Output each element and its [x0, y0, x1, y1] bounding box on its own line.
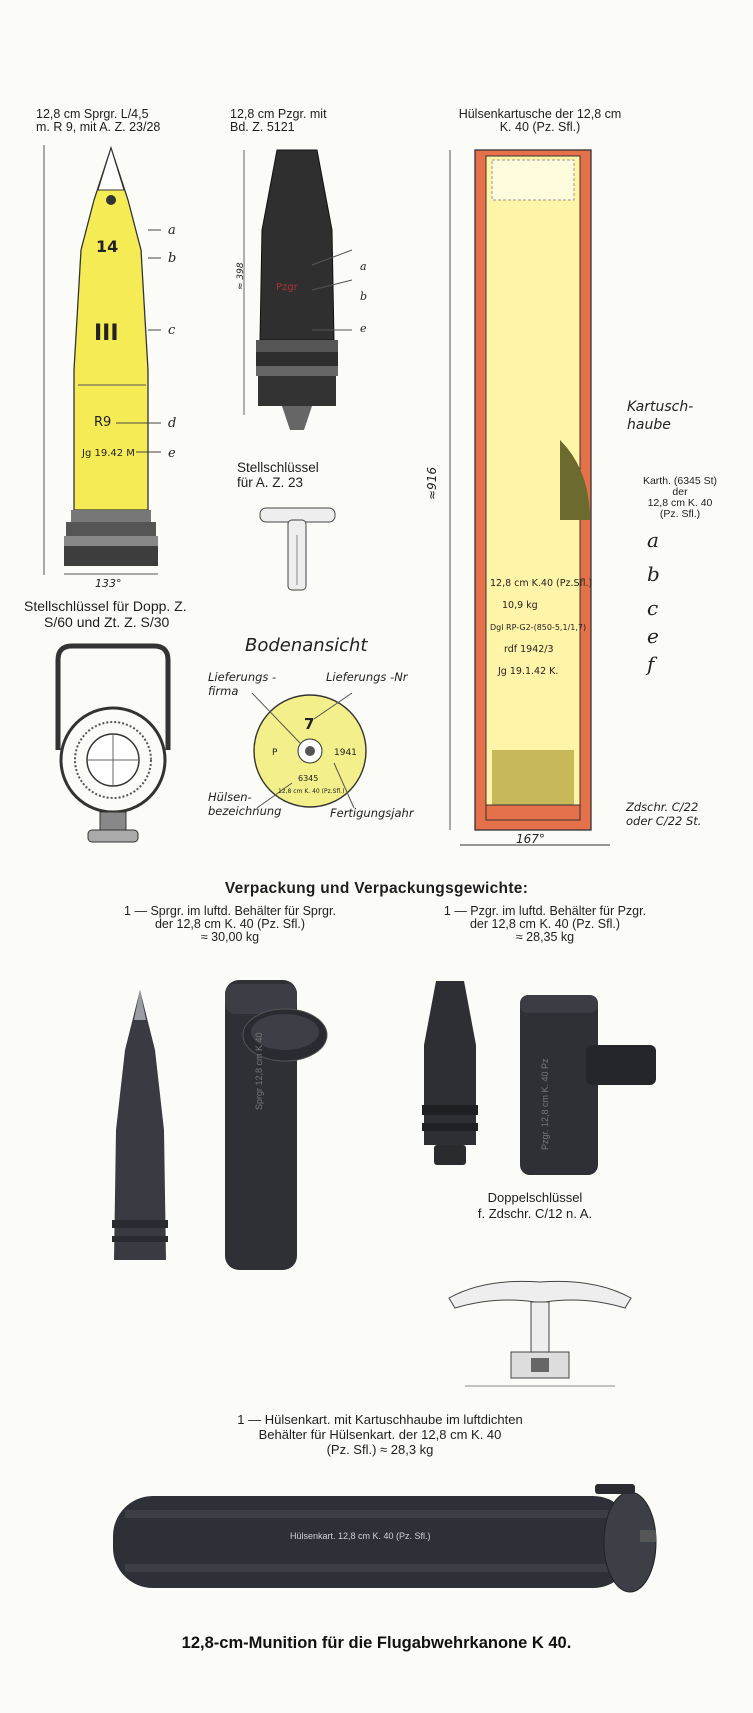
- huelsenbez-line2: bezeichnung: [208, 804, 282, 818]
- ap-container-text: Pzgr. 12,8 cm K. 40 Pz: [540, 1058, 550, 1150]
- svg-text:Pzgr: Pzgr: [276, 282, 299, 293]
- cart-letter-e: e: [647, 624, 659, 648]
- cart-letter-a: a: [647, 528, 659, 552]
- cartridge-markings: 12,8 cm K.40 (Pz.Sfl.) 10,9 kg Dgl RP-G2…: [490, 573, 592, 683]
- cartridge-length-dim: ≈916: [425, 467, 439, 500]
- dopp-key-title: Stellschlüssel für Dopp. Z. S/60 und Zt.…: [24, 598, 187, 630]
- bodenansicht-disc: 7 P 1941 6345 12,8 cm K. 40 (Pz.Sfl.): [251, 693, 367, 809]
- dopp-key-title-line2: S/60 und Zt. Z. S/30: [44, 614, 170, 630]
- huelsenbez-label: Hülsen- bezeichnung: [208, 790, 281, 818]
- packaging-cart-text: 1 — Hülsenkart. mit Kartuschhaube im luf…: [120, 1412, 640, 1457]
- az-key-title-line1: Stellschlüssel: [237, 460, 319, 475]
- packaging-ap-text: 1 — Pzgr. im luftd. Behälter für Pzgr. d…: [385, 905, 705, 944]
- ap-dim-label: ≈ 398: [236, 262, 246, 290]
- he-packaging-photo: [112, 980, 328, 1270]
- cartridge-marking-5: Jg 19.1.42 K.: [498, 666, 559, 677]
- he-letter-d: d: [168, 416, 177, 431]
- he-shell-drawing: 14 III R9 Jg 19.42 M: [43, 145, 161, 575]
- he-marking-R9: R9: [94, 415, 111, 430]
- packaging-title: Verpackung und Verpackungsgewichte:: [224, 880, 529, 897]
- disc-num: 6345: [298, 774, 318, 783]
- cart-letter-c: c: [647, 596, 659, 620]
- doppelschluessel-line1: Doppelschlüssel: [487, 1190, 583, 1205]
- he-shell-title: 12,8 cm Sprgr. L/4,5 m. R 9, mit A. Z. 2…: [36, 108, 160, 134]
- cartridge-marking-4: rdf 1942/3: [504, 644, 554, 655]
- lieferungsfirma-line1: Lieferungs -: [208, 670, 277, 684]
- ap-letter-b: b: [360, 290, 368, 303]
- kartuschhaube-line1: Kartusch-: [627, 399, 694, 415]
- disc-p: P: [272, 748, 278, 758]
- lieferungsfirma-label: Lieferungs - firma: [208, 670, 276, 698]
- he-letter-b: b: [168, 251, 177, 266]
- doppelschluessel-title: Doppelschlüssel f. Zdschr. C/12 n. A.: [440, 1190, 630, 1222]
- packaging-he-line3: ≈ 30,00 kg: [200, 930, 260, 944]
- packaging-ap-line2: der 12,8 cm K. 40 (Pz. Sfl.): [469, 917, 621, 931]
- karth-line1: Karth. (6345 St): [642, 475, 718, 487]
- lieferungsnr-label: Lieferungs -Nr: [326, 670, 408, 684]
- packaging-he-text: 1 — Sprgr. im luftd. Behälter für Sprgr.…: [70, 905, 390, 944]
- he-shell-title-line1: 12,8 cm Sprgr. L/4,5: [36, 107, 149, 121]
- disc-small: 12,8 cm K. 40 (Pz.Sfl.): [278, 788, 344, 795]
- big-container-photo: [113, 1484, 657, 1593]
- packaging-cart-line1: 1 — Hülsenkart. mit Kartuschhaube im luf…: [237, 1412, 523, 1427]
- packaging-he-line1: 1 — Sprgr. im luftd. Behälter für Sprgr.: [124, 904, 336, 918]
- cart-letter-f: f: [647, 652, 655, 676]
- ap-letter-a: a: [360, 260, 367, 273]
- packaging-ap-line3: ≈ 28,35 kg: [515, 930, 575, 944]
- he-container-text: Sprgr 12,8 cm K 40: [254, 1032, 264, 1110]
- cart-letter-b: b: [647, 562, 660, 586]
- figure-caption: 12,8-cm-Munition für die Flugabwehrkanon…: [181, 1634, 572, 1652]
- he-diameter-label: 133°: [95, 577, 122, 590]
- zdschr-line1: Zdschr. C/22: [626, 800, 699, 814]
- karth-line2: der: [672, 486, 688, 498]
- cartridge-title-line2: K. 40 (Pz. Sfl.): [499, 120, 581, 134]
- cartridge-marking-3: Dgl RP-G2-(850-5,1/1,7): [490, 623, 587, 632]
- az-key-drawing: [259, 507, 336, 591]
- big-container-text: Hülsenkart. 12,8 cm K. 40 (Pz. Sfl.): [290, 1531, 431, 1541]
- lieferungsfirma-line2: firma: [208, 684, 239, 698]
- cartridge-drawing: [449, 149, 610, 846]
- karth-line3: 12,8 cm K. 40: [647, 497, 713, 509]
- karth-line4: (Pz. Sfl.): [659, 508, 701, 520]
- disc-center-num: 7: [304, 715, 314, 733]
- ap-packaging-photo: [422, 981, 656, 1175]
- ap-shell-drawing: Pzgr: [243, 149, 353, 430]
- dopp-key-drawing: [55, 643, 171, 843]
- az-key-title-line2: für A. Z. 23: [237, 475, 304, 490]
- ap-letter-e: e: [360, 322, 367, 335]
- huelsenbez-line1: Hülsen-: [208, 790, 252, 804]
- he-marking-III: III: [94, 321, 119, 346]
- he-shell-title-line2: m. R 9, mit A. Z. 23/28: [36, 120, 161, 134]
- cartridge-marking-2: 10,9 kg: [502, 600, 538, 611]
- kartuschhaube-label: Kartusch- haube: [627, 398, 693, 434]
- packaging-ap-line1: 1 — Pzgr. im luftd. Behälter für Pzgr.: [443, 904, 647, 918]
- disc-year: 1941: [334, 748, 357, 758]
- he-marking-14: 14: [96, 237, 118, 256]
- he-marking-jg: Jg 19.42 M: [81, 448, 135, 459]
- packaging-he-line2: der 12,8 cm K. 40 (Pz. Sfl.): [154, 917, 306, 931]
- zdschr-label: Zdschr. C/22 oder C/22 St.: [626, 800, 701, 828]
- zdschr-line2: oder C/22 St.: [626, 814, 702, 828]
- kartuschhaube-line2: haube: [627, 417, 671, 433]
- ap-shell-title-line2: Bd. Z. 5121: [230, 120, 295, 134]
- bodenansicht-title: Bodenansicht: [245, 635, 368, 656]
- cartridge-title: Hülsenkartusche der 12,8 cm K. 40 (Pz. S…: [430, 108, 650, 134]
- doppelschluessel-drawing: [448, 1280, 632, 1387]
- packaging-cart-line3: (Pz. Sfl.) ≈ 28,3 kg: [326, 1442, 434, 1457]
- ap-shell-title-line1: 12,8 cm Pzgr. mit: [230, 107, 327, 121]
- he-letter-c: c: [168, 323, 176, 338]
- cartridge-title-line1: Hülsenkartusche der 12,8 cm: [458, 107, 622, 121]
- karth-label: Karth. (6345 St) der 12,8 cm K. 40 (Pz. …: [620, 476, 740, 520]
- az-key-title: Stellschlüssel für A. Z. 23: [237, 460, 319, 490]
- he-letter-e: e: [168, 446, 176, 461]
- fertigungsjahr-label: Fertigungsjahr: [330, 806, 414, 820]
- dopp-key-title-line1: Stellschlüssel für Dopp. Z.: [24, 598, 187, 614]
- cartridge-marking-1: 12,8 cm K.40 (Pz.Sfl.): [490, 578, 593, 589]
- he-letter-a: a: [168, 223, 176, 238]
- doppelschluessel-line2: f. Zdschr. C/12 n. A.: [477, 1206, 593, 1221]
- cartridge-width-dim: 167°: [516, 832, 545, 846]
- packaging-cart-line2: Behälter für Hülsenkart. der 12,8 cm K. …: [258, 1427, 502, 1442]
- ap-shell-title: 12,8 cm Pzgr. mit Bd. Z. 5121: [230, 108, 327, 134]
